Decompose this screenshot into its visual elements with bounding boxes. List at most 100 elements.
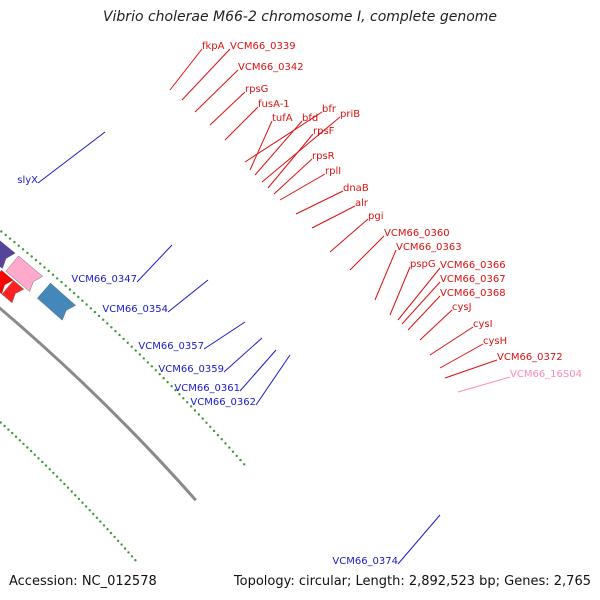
guide-dot: [37, 457, 40, 460]
accession-label: Accession: NC_012578: [9, 574, 157, 589]
guide-dot: [18, 439, 21, 442]
gene-arrow: [0, 270, 14, 295]
guide-dot: [63, 482, 66, 486]
guide-dot: [59, 479, 62, 482]
callout-line: [397, 514, 441, 565]
genome-backbone: [0, 306, 197, 502]
guide-dot: [72, 292, 76, 295]
gene-label: VCM66_0366: [440, 260, 506, 271]
gene-label: VCM66_0361: [174, 383, 240, 394]
guide-dot: [74, 494, 77, 497]
map-title: Vibrio cholerae M66-2 chromosome I, comp…: [102, 9, 498, 25]
guide-dot: [142, 357, 145, 360]
guide-dot: [130, 555, 134, 558]
guide-dot: [216, 433, 220, 437]
guide-dot: [189, 405, 193, 408]
guide-dot: [26, 251, 29, 255]
guide-dot: [43, 266, 46, 269]
guide-dot: [178, 393, 181, 396]
gene-features: [0, 240, 76, 321]
guide-dot: [48, 468, 51, 471]
guide-dot: [134, 559, 137, 562]
guide-dot: [146, 361, 149, 364]
guide-dot: [8, 237, 12, 240]
guide-dot: [106, 322, 109, 325]
guide-dot: [89, 307, 93, 310]
callout-line: [457, 376, 511, 393]
gene-label: rpsF: [313, 126, 335, 137]
guide-dot: [158, 373, 161, 376]
gene-label: VCM66_0367: [440, 274, 506, 285]
guide-dot: [224, 442, 227, 445]
gene-arrow: [1, 280, 25, 304]
guide-dot: [166, 381, 169, 384]
guide-dot: [92, 512, 95, 516]
guide-dot: [162, 377, 165, 380]
callout-line: [254, 120, 303, 176]
guide-dot: [235, 454, 238, 458]
guide-dot: [186, 401, 189, 404]
gene-label: rpsR: [312, 151, 335, 162]
callout-line: [295, 190, 344, 215]
callout-line: [239, 349, 277, 392]
gene-label: fkpA: [202, 41, 225, 52]
guide-dot: [84, 505, 88, 508]
guide-dot: [110, 326, 113, 329]
gene-label: cysH: [483, 336, 507, 347]
guide-dot: [170, 385, 173, 388]
callout-line: [261, 116, 341, 183]
gene-label: slyX: [17, 175, 38, 186]
guide-dot: [118, 333, 121, 337]
callout-line: [407, 295, 441, 331]
callout-line: [444, 359, 498, 379]
guide-dot: [130, 345, 133, 348]
gene-label: VCM66_0357: [138, 341, 204, 352]
guide-dot: [122, 337, 125, 341]
gene-label: fusA-1: [258, 99, 290, 110]
guide-dot: [66, 486, 70, 489]
guide-dot: [22, 442, 25, 446]
gene-label: dnaB: [343, 183, 369, 194]
guide-dot: [126, 341, 129, 344]
gene-label: rpsG: [245, 84, 268, 95]
gene-label: VCM66_0342: [238, 62, 304, 73]
guide-dot: [174, 389, 177, 392]
grid-dots: [0, 230, 246, 562]
callout-line: [136, 244, 173, 283]
guide-dot: [212, 429, 216, 433]
gene-label: tufA: [272, 113, 293, 124]
callout-line: [203, 321, 246, 350]
gene-label: VCM66_0368: [440, 288, 506, 299]
guide-dot: [77, 497, 81, 501]
guide-dot: [93, 310, 97, 314]
gene-label: alr: [355, 198, 369, 209]
guide-dot: [123, 547, 127, 550]
guide-dot: [99, 520, 102, 523]
guide-dot: [52, 471, 55, 475]
guide-dot: [97, 314, 101, 318]
guide-dot: [85, 303, 88, 306]
guide-dot: [81, 299, 84, 302]
guide-dot: [55, 475, 59, 478]
guide-dot: [51, 273, 55, 276]
guide-dot: [220, 438, 223, 441]
gene-label: VCM66_0339: [230, 41, 296, 52]
guide-dot: [154, 369, 157, 372]
guide-dot: [13, 240, 16, 244]
callout-line: [223, 337, 263, 373]
callout-line: [329, 218, 369, 253]
callout-line: [389, 266, 411, 316]
gene-label: pgi: [368, 211, 383, 222]
guide-dot: [34, 258, 38, 262]
guide-dot: [11, 431, 14, 435]
gene-label: VCM66_0372: [497, 352, 563, 363]
guide-dot: [17, 244, 20, 247]
gene-arrow: [5, 255, 43, 292]
guide-dot: [127, 551, 130, 554]
guide-dot: [182, 397, 185, 400]
callout-line: [439, 343, 484, 369]
guide-dot: [81, 501, 84, 504]
guide-dot: [209, 425, 212, 428]
callout-line: [374, 249, 397, 301]
